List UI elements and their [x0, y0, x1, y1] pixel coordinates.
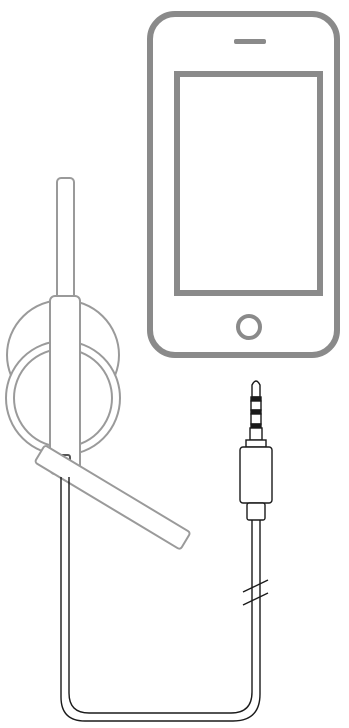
- headband: [56, 177, 75, 304]
- cable-break-mark-top: [242, 579, 269, 593]
- plug-collar: [245, 439, 267, 448]
- cable-inner: [68, 477, 253, 714]
- audio-cable-icon: [60, 477, 269, 722]
- cable-break-mark-bottom: [242, 592, 269, 606]
- plug-housing: [239, 446, 273, 504]
- headset-slider: [49, 295, 81, 475]
- cable-outer: [60, 477, 261, 722]
- headset-icon: [5, 177, 191, 550]
- phone-home-button: [236, 314, 262, 340]
- plug-sleeve-3: [249, 427, 263, 441]
- plug-strain-relief: [246, 502, 266, 521]
- audio-jack-plug-icon: [239, 380, 273, 521]
- phone-speaker: [234, 39, 266, 44]
- smartphone-icon: [147, 11, 340, 358]
- phone-screen: [174, 71, 323, 296]
- plug-tip: [251, 380, 261, 398]
- plug-sleeve-2: [250, 413, 262, 425]
- plug-sleeve-1: [250, 400, 262, 411]
- microphone-boom: [34, 445, 191, 550]
